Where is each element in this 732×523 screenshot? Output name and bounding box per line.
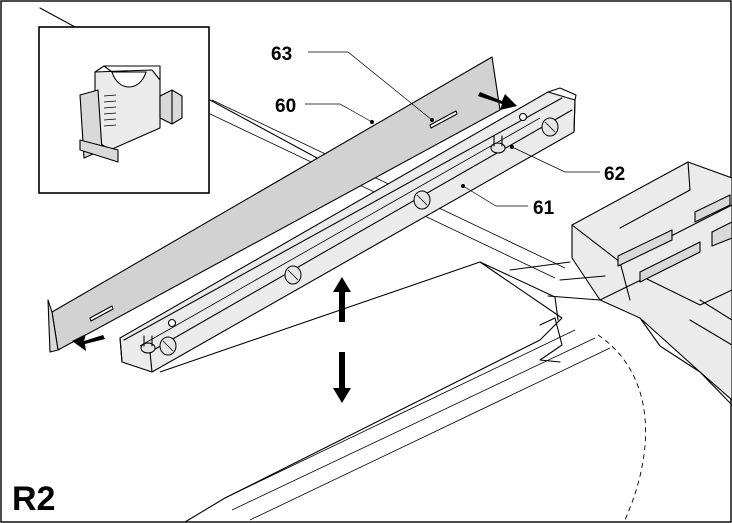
callout-60: 60 — [275, 96, 296, 117]
callout-62: 62 — [604, 164, 625, 185]
arrow-up-icon — [333, 277, 351, 322]
rail-61 — [119, 87, 577, 373]
arrow-down-icon — [333, 352, 351, 403]
leader-lines — [305, 51, 600, 207]
adjuster-62 — [140, 342, 156, 354]
adjuster-62 — [490, 142, 506, 154]
arrow-right-icon — [478, 92, 517, 110]
callout-61: 61 — [533, 198, 555, 219]
hidden-edge — [597, 334, 647, 521]
inset-detail — [38, 26, 210, 194]
machine-housing — [509, 161, 732, 406]
arrow-left-icon — [72, 334, 105, 351]
callout-63: 63 — [271, 44, 292, 65]
table-board — [159, 261, 647, 523]
figure-label: R2 — [12, 480, 55, 518]
motion-arrows — [72, 92, 517, 403]
plate-60 — [47, 56, 501, 353]
